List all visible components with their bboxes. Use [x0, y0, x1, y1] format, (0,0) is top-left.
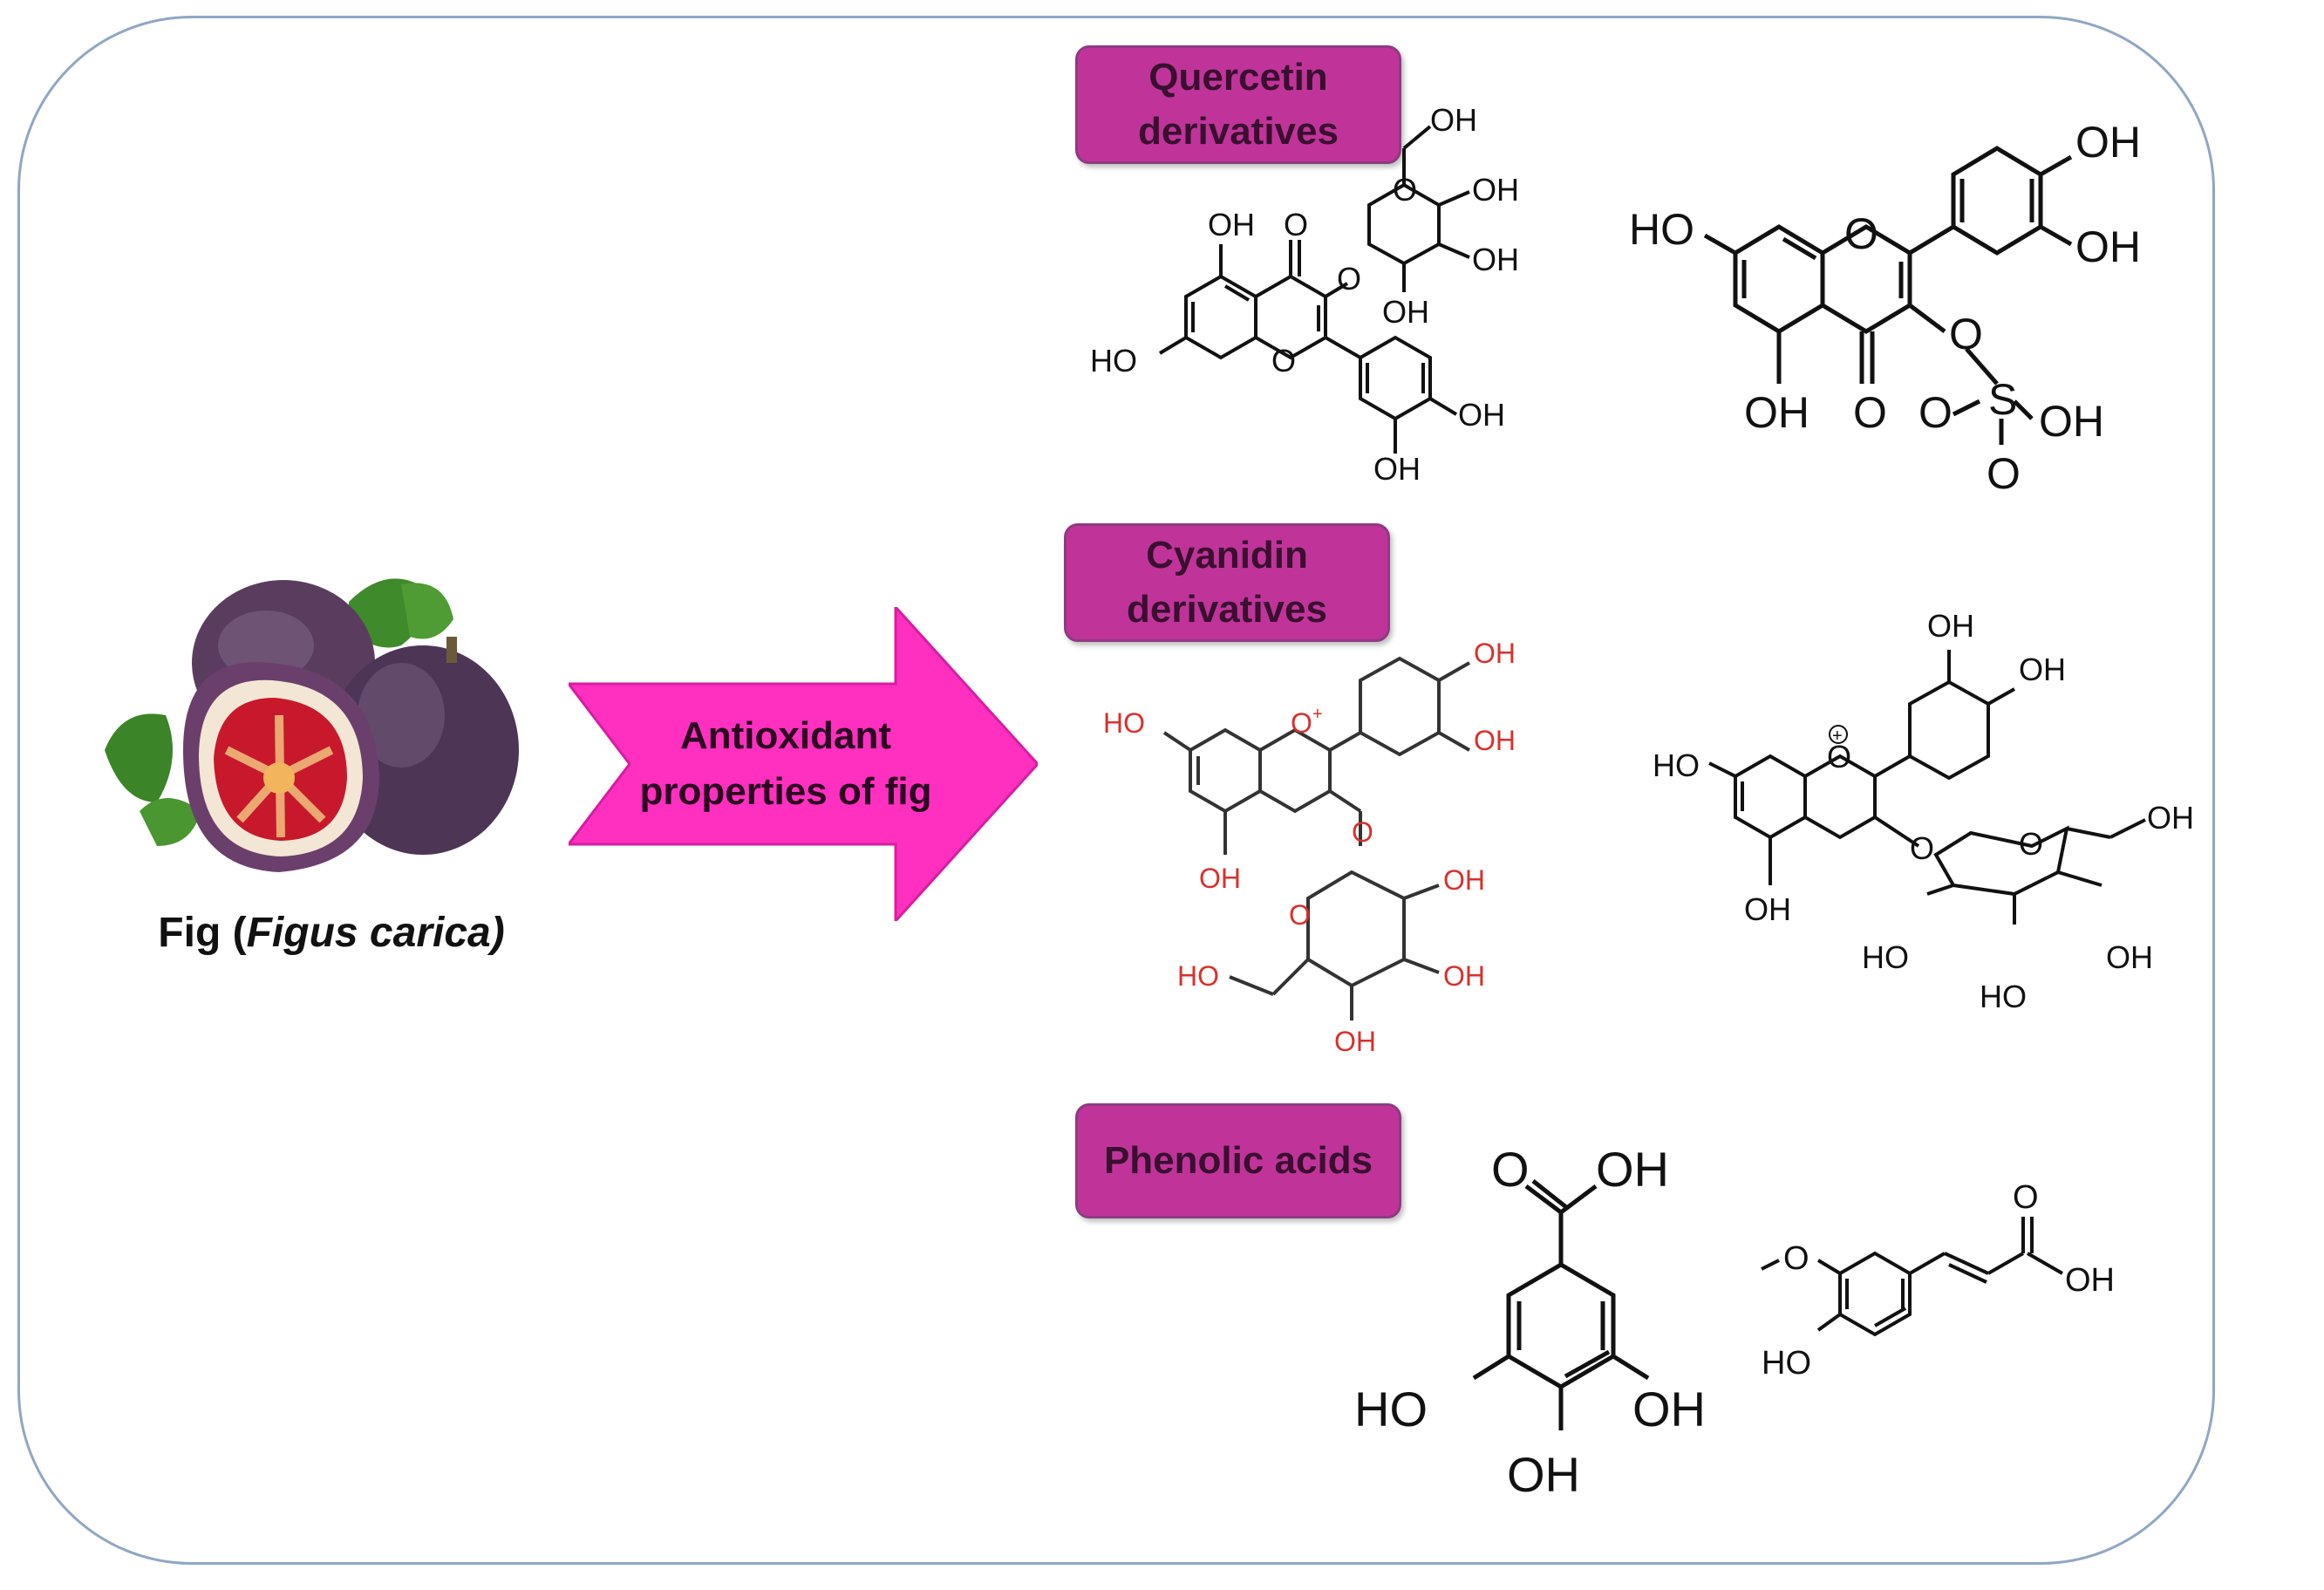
- atom-label-oh: OH: [1430, 102, 1477, 138]
- atom-label-o: O: [1491, 1142, 1530, 1197]
- atom-label-oh: OH: [2147, 800, 2194, 836]
- atom-label-oh: OH: [2075, 118, 2141, 167]
- cyanidin-label-line2: derivatives: [1127, 588, 1327, 631]
- atom-label-o: O: [1284, 207, 1308, 242]
- atom-label-oh: OH: [2106, 939, 2153, 975]
- fig-fruit-illustration: [105, 578, 519, 872]
- atom-label-s: S: [1988, 375, 2017, 424]
- atom-label-o-plus: O: [1291, 707, 1312, 739]
- atom-label-o: O: [1853, 388, 1887, 437]
- atom-label-oh: OH: [1927, 608, 1974, 644]
- ferulic-acid-structure: O HO O OH: [1761, 1179, 2115, 1382]
- atom-label-plus: +: [1312, 705, 1323, 724]
- quercetin-sulfate-structure: HO O OH OH OH O O O S OH O: [1629, 118, 2141, 498]
- atom-label-ho: HO: [1177, 960, 1219, 992]
- atom-label-o: O: [1352, 816, 1373, 848]
- atom-label-oh: OH: [1472, 172, 1519, 208]
- atom-label-o: O: [1918, 388, 1953, 437]
- caption-prefix: Fig (: [158, 910, 247, 956]
- atom-label-o: O: [1783, 1240, 1809, 1277]
- atom-label-o-plus: O: [1827, 739, 1851, 775]
- atom-label-oh: OH: [1458, 397, 1505, 433]
- quercetin-label-line1: Quercetin: [1148, 56, 1328, 99]
- atom-label-ho: HO: [1090, 343, 1137, 379]
- atom-label-o: O: [1844, 209, 1878, 258]
- atom-label-oh: OH: [1208, 207, 1255, 242]
- atom-label-oh: OH: [1443, 960, 1485, 992]
- atom-label-oh: OH: [1472, 242, 1519, 277]
- atom-label-plus: +: [1832, 727, 1843, 746]
- atom-label-o: O: [1393, 172, 1417, 208]
- arrow-label-line1: Antioxidant: [680, 714, 891, 757]
- atom-label-oh: OH: [2065, 1262, 2115, 1299]
- antioxidant-arrow: Antioxidant properties of fig: [569, 607, 1038, 921]
- atom-label-oh: OH: [1507, 1447, 1580, 1502]
- atom-label-oh: OH: [2039, 397, 2104, 446]
- atom-label-oh: OH: [1382, 294, 1429, 330]
- atom-label-oh: OH: [1443, 864, 1485, 896]
- atom-label-oh: OH: [1744, 891, 1791, 927]
- atom-label-oh: OH: [1474, 725, 1516, 756]
- atom-label-ho: HO: [1980, 979, 2027, 1014]
- cyanidin-glucoside-structure-2: HO O + OH OH OH O O OH HO HO OH: [1653, 608, 2194, 1014]
- cyanidin-glucoside-structure-1: HO O + OH OH OH O O OH OH OH HO: [1103, 638, 1516, 1057]
- atom-label-oh: OH: [1334, 1026, 1376, 1057]
- atom-label-oh: OH: [1474, 638, 1516, 669]
- atom-label-ho: HO: [1653, 747, 1700, 783]
- caption-species: Figus carica): [246, 910, 505, 956]
- atom-label-o: O: [2013, 1179, 2039, 1216]
- atom-label-o: O: [1289, 899, 1311, 931]
- atom-label-oh: OH: [1373, 451, 1421, 487]
- arrow-label-line2: properties of fig: [639, 770, 932, 813]
- atom-label-oh: OH: [1632, 1382, 1706, 1436]
- atom-label-o: O: [1337, 261, 1361, 297]
- cyanidin-label: Cyanidin derivatives: [1064, 523, 1390, 642]
- quercetin-label-line2: derivatives: [1138, 110, 1339, 153]
- quercetin-label: Quercetin derivatives: [1075, 45, 1401, 164]
- atom-label-ho: HO: [1103, 707, 1145, 739]
- atom-label-ho: HO: [1862, 939, 1909, 975]
- atom-label-oh: OH: [1596, 1142, 1669, 1197]
- phenolic-acids-label-text: Phenolic acids: [1103, 1139, 1373, 1182]
- atom-label-o: O: [1949, 310, 1983, 358]
- atom-label-o: O: [1271, 343, 1296, 379]
- atom-label-oh: OH: [1744, 388, 1809, 437]
- atom-label-ho: HO: [1354, 1382, 1428, 1436]
- atom-label-o: O: [1910, 830, 1934, 866]
- atom-label-ho: HO: [1629, 205, 1694, 254]
- quercetin-glucoside-structure: OH O O O HO OH OH O OH OH OH OH: [1090, 102, 1519, 487]
- gallic-acid-structure: O OH HO OH OH: [1354, 1142, 1706, 1502]
- atom-label-o: O: [2019, 826, 2043, 862]
- atom-label-oh: OH: [1199, 863, 1241, 894]
- atom-label-oh: OH: [2019, 652, 2066, 687]
- atom-label-ho: HO: [1762, 1345, 1811, 1382]
- cyanidin-label-line1: Cyanidin: [1146, 534, 1308, 577]
- atom-label-oh: OH: [2075, 222, 2141, 271]
- fig-caption: Fig (Figus carica): [131, 909, 532, 957]
- phenolic-acids-label: Phenolic acids: [1075, 1103, 1401, 1218]
- atom-label-o: O: [1987, 449, 2021, 498]
